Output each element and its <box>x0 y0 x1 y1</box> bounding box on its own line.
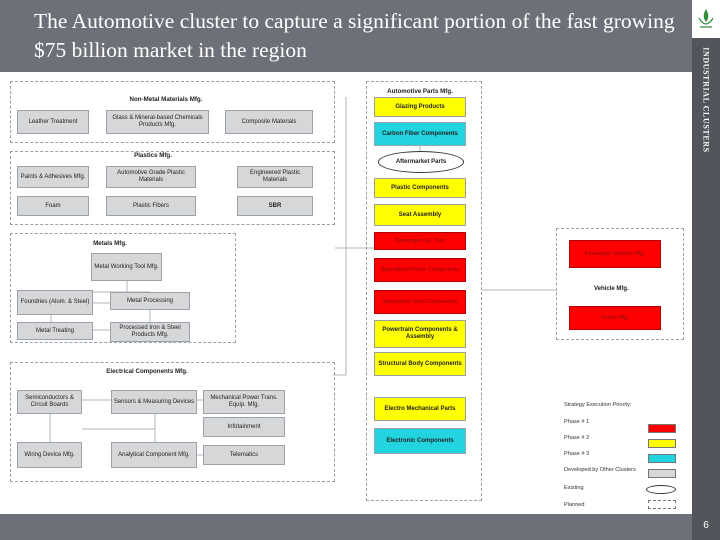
logo-area <box>692 0 720 38</box>
side-label: INDUSTRIAL CLUSTERS <box>701 47 711 153</box>
group-electrical-components <box>10 362 335 482</box>
page-number: 6 <box>703 520 709 531</box>
group-metals <box>10 233 236 343</box>
box-powertrain-components: Powertrain Components & Assembly <box>374 320 466 348</box>
label-vehicle-mfg: Vehicle Mfg. <box>594 286 629 292</box>
box-leather-treatment: Leather Treatment <box>17 110 89 134</box>
group-heading-automotive-parts: Automotive Parts Mfg. <box>387 88 453 95</box>
legend-phase-1-label: Phase # 1 <box>564 419 590 425</box>
box-foundries: Foundries (Alum. & Steel) <box>17 290 93 315</box>
box-composite-materials: Composite Materials <box>225 110 313 134</box>
footer-strip <box>0 514 692 540</box>
box-semiconductors: Semiconductors & Circuit Boards <box>17 390 82 414</box>
box-metal-treating: Metal Treating <box>17 322 93 340</box>
group-vehicle-mfg <box>556 228 684 340</box>
group-heading-electrical: Electrical Components Mfg. <box>106 368 188 375</box>
box-plastic-components: Plastic Components <box>374 178 466 198</box>
legend-title: Strategy Execution Priority: <box>564 402 632 408</box>
group-automotive-parts <box>366 81 482 501</box>
box-metal-processing: Metal Processing <box>110 292 190 310</box>
box-sbr: SBR <box>237 196 313 216</box>
legend-existing-oval <box>646 485 676 494</box>
group-heading-metals: Metals Mfg. <box>93 240 127 247</box>
slide-title: The Automotive cluster to capture a sign… <box>34 9 675 62</box>
box-telematics: Telematics <box>203 445 285 465</box>
box-processed-iron-steel: Processed Iron & Steel Products Mfg. <box>110 322 190 342</box>
right-sidebar <box>692 0 720 540</box>
box-structural-body-components: Structural Body Components <box>374 352 466 376</box>
box-passenger-vehicles: Passenger Vehicles Mfg. <box>569 240 661 268</box>
box-sensors-measuring: Sensors & Measuring Devices <box>111 390 197 414</box>
box-paints-adhesives: Paints & Adhesives Mfg. <box>17 166 89 188</box>
group-non-metal-materials <box>10 81 335 143</box>
emblem-logo-icon <box>698 9 714 28</box>
box-electronic-components: Electronic Components <box>374 428 466 454</box>
box-trucks-mfg: Trucks Mfg. <box>569 306 661 330</box>
header-bar <box>0 0 692 72</box>
legend-other-clusters-label: Developed by Other Clusters <box>564 467 636 473</box>
box-plastic-fibers: Plastic Fibers <box>106 196 196 216</box>
group-heading-plastics: Plastics Mfg. <box>134 152 172 159</box>
legend-existing-label: Existing <box>564 485 584 491</box>
group-heading-non-metal: Non-Metal Materials Mfg. <box>129 96 203 103</box>
legend-planned-swatch <box>648 500 676 509</box>
box-mechanical-power-trans: Mechanical Power Trans. Equip. Mfg. <box>203 390 285 414</box>
box-metal-working-tool: Metal Working Tool Mfg. <box>91 253 162 281</box>
legend-phase-2-label: Phase # 2 <box>564 435 590 441</box>
legend-phase-1-swatch <box>648 424 676 433</box>
group-plastics <box>10 151 335 225</box>
oval-aftermarket-parts: Aftermarket Parts <box>378 151 464 173</box>
box-specialized-plastic-components: Specialized Plastic Components <box>374 258 466 282</box>
legend-planned-label: Planned <box>564 502 585 508</box>
box-electro-mechanical-parts: Electro Mechanical Parts <box>374 397 466 421</box>
box-infotainment: Infotainment <box>203 417 285 437</box>
box-seat-assembly: Seat Assembly <box>374 204 466 226</box>
box-carbon-fiber-components: Carbon Fiber Components <box>374 122 466 146</box>
legend-phase-2-swatch <box>648 439 676 448</box>
box-specialized-steel-components: Specialized Steel Components <box>374 290 466 314</box>
box-glazing-products: Glazing Products <box>374 97 466 117</box>
box-engineered-plastic: Engineered Plastic Materials <box>237 166 313 188</box>
box-wiring-device: Wiring Device Mfg. <box>17 442 82 468</box>
box-passenger-car-tires: Passenger Car Tires <box>374 232 466 250</box>
box-glass-mineral-chemicals: Glass & Mineral-based Chemicals Products… <box>106 110 209 134</box>
legend-other-clusters-swatch <box>648 469 676 478</box>
box-analytical-component: Analytical Component Mfg. <box>111 442 197 468</box>
legend-phase-3-label: Phase # 3 <box>564 451 590 457</box>
diagram-canvas: Non-Metal Materials Mfg. Leather Treatme… <box>0 72 692 514</box>
box-foam: Foam <box>17 196 89 216</box>
box-automotive-grade-plastic: Automotive Grade Plastic Materials <box>106 166 196 188</box>
legend-phase-3-swatch <box>648 454 676 463</box>
